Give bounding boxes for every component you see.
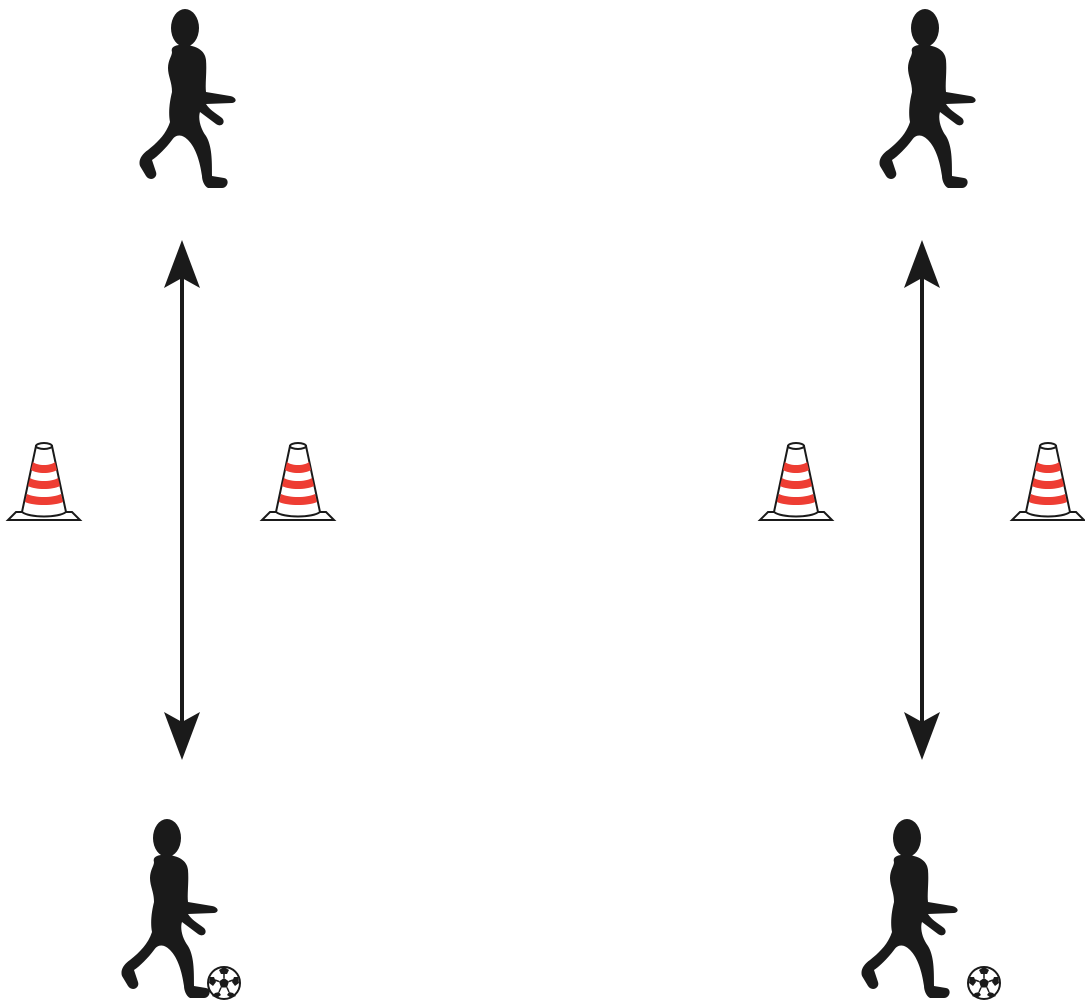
player-with-ball-icon <box>121 819 240 999</box>
traffic-cone-icon <box>760 443 832 520</box>
player-silhouette-icon <box>879 9 975 188</box>
traffic-cone-icon <box>262 443 334 520</box>
lane-left <box>8 9 334 999</box>
double-arrow-icon <box>904 240 940 760</box>
traffic-cone-icon <box>8 443 80 520</box>
soccer-ball-icon <box>208 967 240 999</box>
lane-right <box>760 9 1084 999</box>
player-with-ball-icon <box>861 819 1000 999</box>
double-arrow-icon <box>164 240 200 760</box>
soccer-ball-icon <box>968 967 1000 999</box>
traffic-cone-icon <box>1012 443 1084 520</box>
player-silhouette-icon <box>139 9 235 188</box>
